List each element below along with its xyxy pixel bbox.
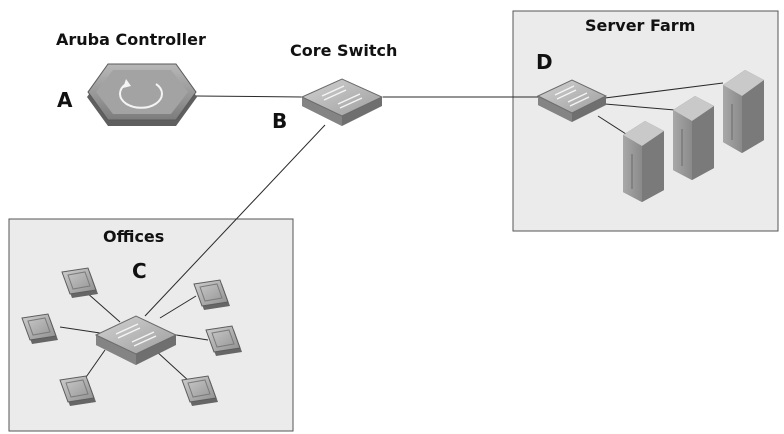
core-switch-letter: B xyxy=(272,109,288,133)
office-endpoint-icon xyxy=(59,375,96,406)
server-icon xyxy=(673,96,714,180)
link-c-pad-1 xyxy=(85,291,121,323)
link-c-pad-2 xyxy=(59,326,101,334)
link-d-server-1 xyxy=(604,82,724,99)
office-endpoint-icon xyxy=(193,279,230,310)
core-switch-icon xyxy=(300,78,384,126)
server-icon xyxy=(723,70,764,153)
server-farm-letter: D xyxy=(536,50,553,74)
link-core-offices xyxy=(144,124,326,317)
link-d-server-2 xyxy=(604,103,676,111)
office-endpoint-icon xyxy=(205,325,242,356)
offices-switch-icon xyxy=(94,315,178,365)
aruba-controller-icon xyxy=(87,63,197,126)
server-farm-switch-icon xyxy=(536,79,608,122)
link-d-server-3 xyxy=(597,115,627,135)
office-endpoint-icon xyxy=(21,313,58,344)
offices-title: Offices xyxy=(103,227,165,246)
link-c-pad-6 xyxy=(154,349,191,383)
server-farm-title: Server Farm xyxy=(585,16,696,35)
link-controller-core xyxy=(195,95,303,98)
link-c-pad-3 xyxy=(83,349,106,381)
office-endpoint-icon xyxy=(181,375,218,406)
links xyxy=(59,82,724,383)
link-c-pad-4 xyxy=(159,295,197,319)
offices-letter: C xyxy=(132,259,147,283)
core-switch-title: Core Switch xyxy=(290,41,398,60)
server-icon xyxy=(623,121,664,202)
aruba-controller-letter: A xyxy=(57,88,73,112)
aruba-controller-title: Aruba Controller xyxy=(56,30,206,49)
office-endpoint-icon xyxy=(61,267,98,298)
